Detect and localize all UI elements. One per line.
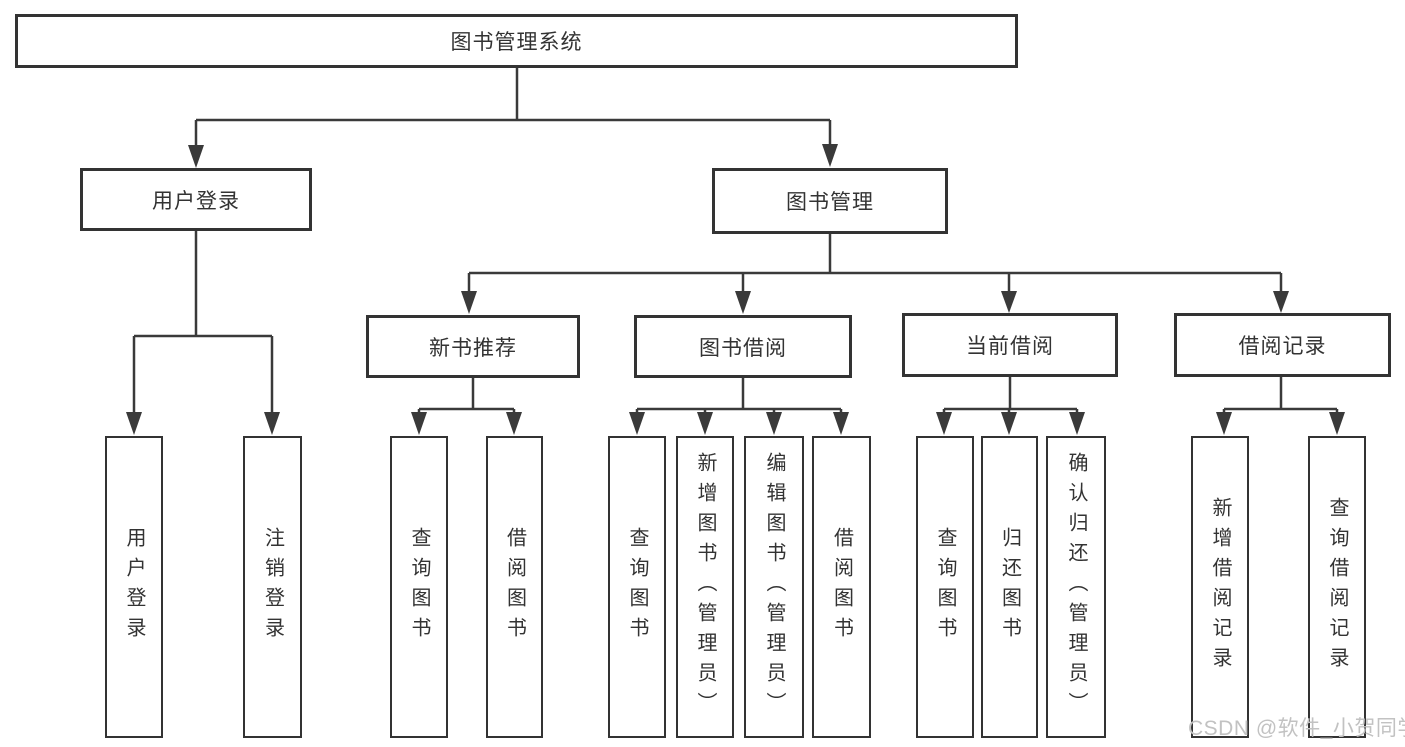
- node-root: 图书管理系统: [15, 14, 1018, 68]
- node-book-borrowing: 图书借阅: [634, 315, 852, 378]
- leaf-query-borrow-record: 查询借阅记录: [1308, 436, 1366, 738]
- leaf-add-borrow-record: 新增借阅记录: [1191, 436, 1249, 738]
- leaf-borrow-books-borrowing-label: 借阅图书: [830, 527, 853, 647]
- node-borrowing-records: 借阅记录: [1174, 313, 1391, 377]
- leaf-query-books-recommend: 查询图书: [390, 436, 448, 738]
- leaf-add-book-admin-label: 新增图书（管理员）: [694, 452, 716, 722]
- leaf-borrow-books-borrowing: 借阅图书: [812, 436, 871, 738]
- leaf-user-login: 用户登录: [105, 436, 163, 738]
- leaf-confirm-return-admin: 确认归还（管理员）: [1046, 436, 1106, 738]
- csdn-watermark: CSDN @软件_小贺同学: [1188, 717, 1405, 740]
- leaf-return-books-label: 归还图书: [998, 527, 1021, 647]
- leaf-borrow-books-recommend: 借阅图书: [486, 436, 543, 738]
- node-current-borrowing: 当前借阅: [902, 313, 1118, 377]
- leaf-return-books: 归还图书: [981, 436, 1038, 738]
- leaf-query-books-current-label: 查询图书: [934, 527, 956, 647]
- leaf-query-books-borrowing-label: 查询图书: [626, 527, 648, 647]
- leaf-add-book-admin: 新增图书（管理员）: [676, 436, 734, 738]
- node-user-login: 用户登录: [80, 168, 312, 231]
- leaf-query-books-recommend-label: 查询图书: [408, 527, 430, 647]
- leaf-logout-label: 注销登录: [261, 527, 284, 647]
- node-new-book-recommend: 新书推荐: [366, 315, 580, 378]
- leaf-user-login-label: 用户登录: [123, 527, 145, 647]
- leaf-edit-book-admin-label: 编辑图书（管理员）: [763, 452, 785, 722]
- node-book-management: 图书管理: [712, 168, 948, 234]
- leaf-borrow-books-recommend-label: 借阅图书: [503, 527, 526, 647]
- leaf-confirm-return-admin-label: 确认归还（管理员）: [1065, 452, 1087, 722]
- leaf-logout: 注销登录: [243, 436, 302, 738]
- leaf-add-borrow-record-label: 新增借阅记录: [1209, 497, 1231, 677]
- leaf-query-borrow-record-label: 查询借阅记录: [1326, 497, 1348, 677]
- leaf-query-books-current: 查询图书: [916, 436, 974, 738]
- leaf-edit-book-admin: 编辑图书（管理员）: [744, 436, 804, 738]
- leaf-query-books-borrowing: 查询图书: [608, 436, 666, 738]
